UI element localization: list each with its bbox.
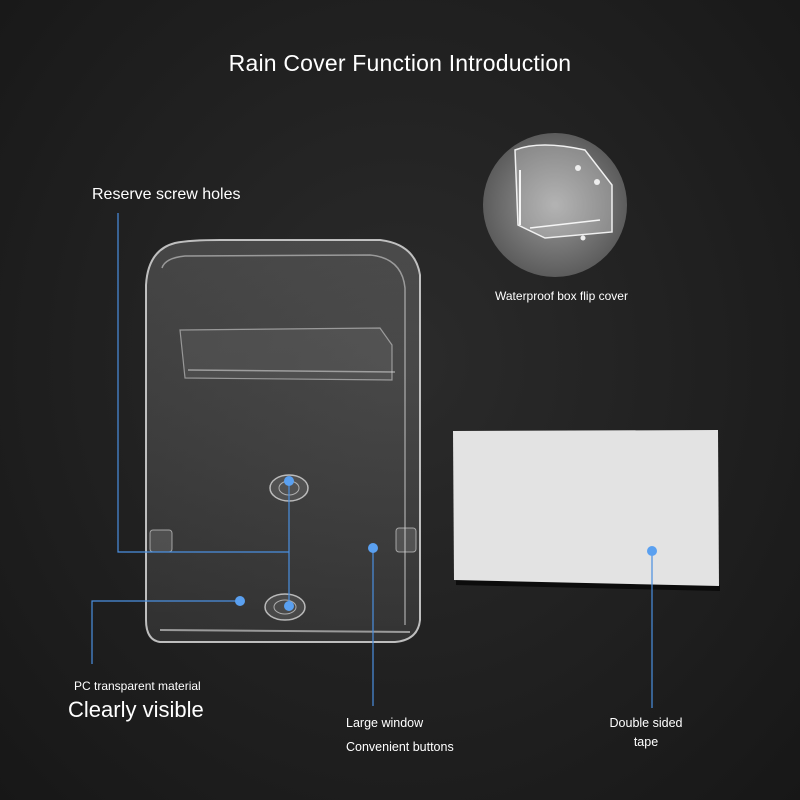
pc-material-label: PC transparent material <box>74 679 201 693</box>
flip-cover-detail <box>483 133 627 277</box>
page-title: Rain Cover Function Introduction <box>228 50 572 76</box>
convenient-buttons-label: Convenient buttons <box>346 740 454 754</box>
rain-cover <box>145 239 421 643</box>
large-window-label: Large window <box>346 716 424 730</box>
callout-lines <box>91 213 653 708</box>
double-sided-tape-pad <box>453 430 720 591</box>
waterproof-flip-cover-label: Waterproof box flip cover <box>495 289 628 303</box>
clearly-visible-label: Clearly visible <box>68 697 204 722</box>
callout-dots <box>235 476 657 611</box>
reserve-screw-holes-label: Reserve screw holes <box>92 186 241 203</box>
double-sided-tape-label: Double sided tape <box>609 716 683 749</box>
